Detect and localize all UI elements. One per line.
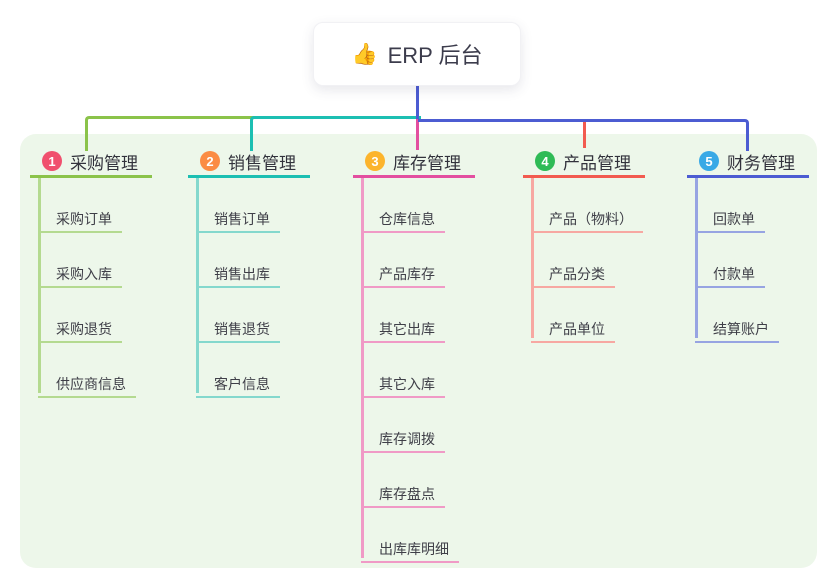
branch-child-connector-line <box>531 178 534 338</box>
child-node[interactable]: 库存盘点 <box>361 453 445 508</box>
connector-line <box>418 119 749 151</box>
branch-child-connector-line <box>38 178 41 393</box>
branch-child-connector-line <box>695 178 698 338</box>
connector-line <box>250 116 421 151</box>
child-node[interactable]: 销售退货 <box>196 288 280 343</box>
child-label: 采购入库 <box>56 266 112 282</box>
child-label: 产品（物料） <box>549 211 633 227</box>
branch-child-connector-line <box>361 178 364 558</box>
child-node[interactable]: 供应商信息 <box>38 343 136 398</box>
branch-number-badge: 2 <box>200 151 220 171</box>
branch-label: 财务管理 <box>727 153 795 173</box>
child-node[interactable]: 产品库存 <box>361 233 445 288</box>
branch-title-3[interactable]: 3 库存管理 <box>353 148 475 178</box>
child-node[interactable]: 产品分类 <box>531 233 615 288</box>
branch-label: 销售管理 <box>228 153 296 173</box>
child-node[interactable]: 回款单 <box>695 178 765 233</box>
child-label: 采购订单 <box>56 211 112 227</box>
child-label: 付款单 <box>713 266 755 282</box>
child-label: 库存盘点 <box>379 486 435 502</box>
child-label: 供应商信息 <box>56 376 126 392</box>
branch-number-badge: 3 <box>365 151 385 171</box>
child-node[interactable]: 客户信息 <box>196 343 280 398</box>
branch-title-4[interactable]: 4 产品管理 <box>523 148 645 178</box>
child-node[interactable]: 产品单位 <box>531 288 615 343</box>
child-label: 产品库存 <box>379 266 435 282</box>
child-label: 仓库信息 <box>379 211 435 227</box>
root-node[interactable]: 👍 ERP 后台 <box>313 22 521 86</box>
branch-title-5[interactable]: 5 财务管理 <box>687 148 809 178</box>
child-node[interactable]: 其它入库 <box>361 343 445 398</box>
branch: 4 产品管理 产品（物料） 产品分类产品单位 <box>523 148 645 343</box>
branch-number-badge: 1 <box>42 151 62 171</box>
branch-child-connector-line <box>196 178 199 393</box>
branch-children: 销售订单销售出库销售退货客户信息 <box>188 178 310 398</box>
child-node[interactable]: 销售订单 <box>196 178 280 233</box>
child-label: 产品单位 <box>549 321 605 337</box>
child-node[interactable]: 仓库信息 <box>361 178 445 233</box>
branch-children: 产品（物料） 产品分类产品单位 <box>523 178 645 343</box>
child-label: 客户信息 <box>214 376 270 392</box>
connector-line <box>85 116 255 151</box>
branches-panel <box>20 134 817 568</box>
child-node[interactable]: 产品（物料） <box>531 178 643 233</box>
child-node[interactable]: 结算账户 <box>695 288 779 343</box>
child-label: 采购退货 <box>56 321 112 337</box>
branch-title-2[interactable]: 2 销售管理 <box>188 148 310 178</box>
child-label: 库存调拨 <box>379 431 435 447</box>
child-node[interactable]: 采购订单 <box>38 178 122 233</box>
branch-label: 产品管理 <box>563 153 631 173</box>
branch: 5 财务管理 回款单付款单结算账户 <box>687 148 809 343</box>
branch: 3 库存管理 仓库信息产品库存其它出库其它入库库存调拨库存盘点出库库明细 <box>353 148 475 563</box>
branch-number-badge: 5 <box>699 151 719 171</box>
child-node[interactable]: 库存调拨 <box>361 398 445 453</box>
branch-children: 仓库信息产品库存其它出库其它入库库存调拨库存盘点出库库明细 <box>353 178 475 563</box>
branch-title-1[interactable]: 1 采购管理 <box>30 148 152 178</box>
branch-label: 采购管理 <box>70 153 138 173</box>
connector-line <box>583 122 586 148</box>
branch-label: 库存管理 <box>393 153 461 173</box>
child-label: 出库库明细 <box>379 541 449 557</box>
child-node[interactable]: 付款单 <box>695 233 765 288</box>
connector-line <box>416 119 419 150</box>
child-label: 回款单 <box>713 211 755 227</box>
child-label: 结算账户 <box>713 321 769 337</box>
branch: 1 采购管理 采购订单采购入库采购退货供应商信息 <box>30 148 152 398</box>
thumbs-up-icon: 👍 <box>351 42 378 66</box>
child-node[interactable]: 其它出库 <box>361 288 445 343</box>
child-node[interactable]: 出库库明细 <box>361 508 459 563</box>
child-node[interactable]: 销售出库 <box>196 233 280 288</box>
child-label: 销售出库 <box>214 266 270 282</box>
branch-children: 回款单付款单结算账户 <box>687 178 809 343</box>
child-label: 产品分类 <box>549 266 605 282</box>
child-label: 销售退货 <box>214 321 270 337</box>
child-label: 其它入库 <box>379 376 435 392</box>
connector-line <box>416 83 419 119</box>
root-label: ERP 后台 <box>387 43 483 68</box>
branch-children: 采购订单采购入库采购退货供应商信息 <box>30 178 152 398</box>
child-label: 销售订单 <box>214 211 270 227</box>
branch-number-badge: 4 <box>535 151 555 171</box>
child-node[interactable]: 采购退货 <box>38 288 122 343</box>
child-node[interactable]: 采购入库 <box>38 233 122 288</box>
branch: 2 销售管理 销售订单销售出库销售退货客户信息 <box>188 148 310 398</box>
child-label: 其它出库 <box>379 321 435 337</box>
